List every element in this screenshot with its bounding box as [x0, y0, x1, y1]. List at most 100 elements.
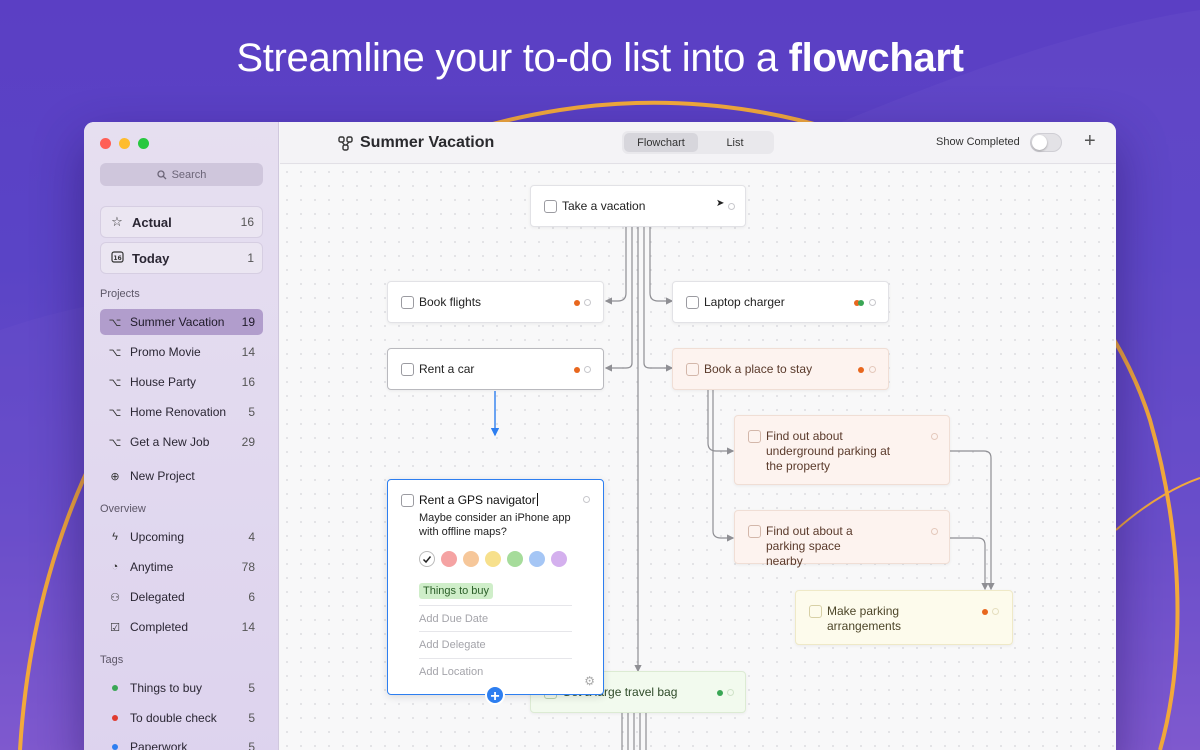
calendar-icon: 16	[109, 250, 125, 266]
new-project-button[interactable]: ⊕ New Project	[100, 463, 263, 489]
delegate-field[interactable]: Add Delegate	[419, 631, 572, 651]
flowchart-canvas[interactable]: Take a vacation ➤ Book flights Rent a ca…	[280, 165, 1116, 750]
task-checkbox[interactable]	[401, 296, 414, 309]
task-title-input[interactable]: Rent a GPS navigator	[419, 493, 538, 507]
sidebar-item-label: Anytime	[130, 560, 174, 574]
add-subtask-button[interactable]: +	[485, 685, 505, 705]
task-checkbox[interactable]	[544, 200, 557, 213]
status-ring-icon	[869, 366, 876, 373]
task-checkbox[interactable]	[686, 363, 699, 376]
sidebar-item-label: Today	[132, 250, 170, 266]
sidebar-item-label: Completed	[130, 620, 189, 634]
task-checkbox[interactable]	[748, 525, 761, 538]
sidebar-item-today[interactable]: 16 Today 1	[100, 242, 263, 274]
tag-chip-things-to-buy[interactable]: Things to buy	[419, 583, 494, 599]
task-card-rent-a-car[interactable]: Rent a car	[387, 348, 604, 390]
task-checkbox[interactable]	[748, 430, 761, 443]
color-swatch-yellow[interactable]	[485, 551, 501, 567]
status-ring-icon	[583, 496, 590, 503]
color-swatch-orange[interactable]	[463, 551, 479, 567]
color-swatch-purple[interactable]	[551, 551, 567, 567]
show-completed-label: Show Completed	[936, 136, 1020, 148]
task-card-take-a-vacation[interactable]: Take a vacation ➤	[530, 185, 746, 227]
task-checkbox[interactable]	[401, 494, 414, 507]
sidebar-project-house-party[interactable]: ⌥ House Party 16	[100, 369, 263, 395]
sidebar-item-label: Paperwork	[130, 740, 188, 750]
status-ring-icon	[727, 689, 734, 696]
headline: Streamline your to-do list into a flowch…	[0, 36, 1200, 81]
sidebar-item-label: Promo Movie	[130, 345, 201, 359]
task-checkbox[interactable]	[401, 363, 414, 376]
sidebar-item-count: 16	[241, 375, 255, 389]
sidebar-item-count: 5	[248, 681, 255, 695]
task-card-book-flights[interactable]: Book flights	[387, 281, 604, 323]
color-swatch-red[interactable]	[441, 551, 457, 567]
plus-icon: +	[1084, 130, 1096, 152]
plus-circle-icon: ⊕	[110, 470, 120, 483]
clock-icon: ◔	[111, 561, 119, 573]
sidebar-item-label: Things to buy	[130, 681, 203, 695]
sidebar-project-home-renovation[interactable]: ⌥ Home Renovation 5	[100, 399, 263, 425]
toolbar: Summer Vacation Flowchart List Show Comp…	[280, 122, 1116, 164]
sidebar-item-count: 19	[241, 315, 255, 329]
task-card-make-parking-arrangements[interactable]: Make parking arrangements	[795, 590, 1013, 645]
add-task-button[interactable]: +	[1084, 130, 1096, 153]
tag-dot-icon	[108, 712, 122, 724]
priority-dot-icon	[574, 300, 580, 306]
sidebar-item-completed[interactable]: ☑ Completed 14	[100, 614, 263, 640]
sidebar-item-upcoming[interactable]: ϟ Upcoming 4	[100, 524, 263, 550]
task-card-laptop-charger[interactable]: Laptop charger	[672, 281, 889, 323]
sidebar-project-promo-movie[interactable]: ⌥ Promo Movie 14	[100, 339, 263, 365]
task-checkbox[interactable]	[686, 296, 699, 309]
search-field[interactable]: Search	[100, 163, 263, 186]
tab-flowchart[interactable]: Flowchart	[624, 133, 698, 152]
color-swatch-green[interactable]	[507, 551, 523, 567]
color-none-swatch[interactable]	[419, 551, 435, 567]
sidebar-item-label: Actual	[132, 214, 172, 230]
bolt-icon: ϟ	[112, 531, 118, 543]
sidebar-tag-things-to-buy[interactable]: Things to buy 5	[100, 675, 263, 701]
status-ring-icon	[931, 528, 938, 535]
plus-icon: +	[490, 688, 500, 705]
status-ring-icon	[584, 299, 591, 306]
task-note[interactable]: Maybe consider an iPhone app with offlin…	[419, 512, 571, 538]
gear-icon[interactable]: ⚙	[584, 674, 595, 688]
tag-dot-icon	[108, 741, 122, 750]
sidebar-item-delegated[interactable]: ⚇ Delegated 6	[100, 584, 263, 610]
star-icon: ☆	[111, 214, 123, 229]
status-ring-icon	[869, 299, 876, 306]
search-icon	[156, 169, 167, 179]
color-swatch-blue[interactable]	[529, 551, 545, 567]
priority-dot-icon	[854, 300, 860, 306]
task-title: Rent a car	[419, 362, 475, 376]
task-checkbox[interactable]	[809, 605, 822, 618]
sidebar-project-get-a-new-job[interactable]: ⌥ Get a New Job 29	[100, 429, 263, 455]
sidebar-item-label: Delegated	[130, 590, 185, 604]
close-button[interactable]	[100, 138, 111, 149]
priority-dot-icon	[982, 609, 988, 615]
due-date-field[interactable]: Add Due Date	[419, 605, 572, 625]
sidebar-tag-paperwork[interactable]: Paperwork 5	[100, 734, 263, 750]
sidebar-item-actual[interactable]: ☆ Actual 16	[100, 206, 263, 238]
task-card-find-underground-parking[interactable]: Find out about underground parking at th…	[734, 415, 950, 485]
minimize-button[interactable]	[119, 138, 130, 149]
window-controls	[100, 138, 149, 149]
task-editor-rent-a-gps-navigator[interactable]: Rent a GPS navigator Maybe consider an i…	[387, 479, 604, 705]
tag-dot-icon	[717, 690, 723, 696]
show-completed-toggle[interactable]	[1030, 133, 1062, 152]
flowchart-icon: ⌥	[108, 436, 122, 449]
sidebar-item-label: Get a New Job	[130, 435, 210, 449]
location-field[interactable]: Add Location	[419, 658, 572, 678]
tag-dot-icon	[858, 300, 864, 306]
task-card-book-a-place-to-stay[interactable]: Book a place to stay	[672, 348, 889, 390]
task-card-find-parking-space[interactable]: Find out about a parking space nearby	[734, 510, 950, 568]
tab-list[interactable]: List	[726, 136, 744, 149]
sidebar-item-label: To double check	[130, 711, 217, 725]
sidebar-item-anytime[interactable]: ◔ Anytime 78	[100, 554, 263, 580]
sidebar-item-count: 14	[241, 345, 255, 359]
color-picker	[419, 551, 567, 567]
zoom-button[interactable]	[138, 138, 149, 149]
sidebar-project-summer-vacation[interactable]: ⌥ Summer Vacation 19	[100, 309, 263, 335]
sidebar-tag-to-double-check[interactable]: To double check 5	[100, 705, 263, 731]
sidebar-item-count: 5	[248, 405, 255, 419]
